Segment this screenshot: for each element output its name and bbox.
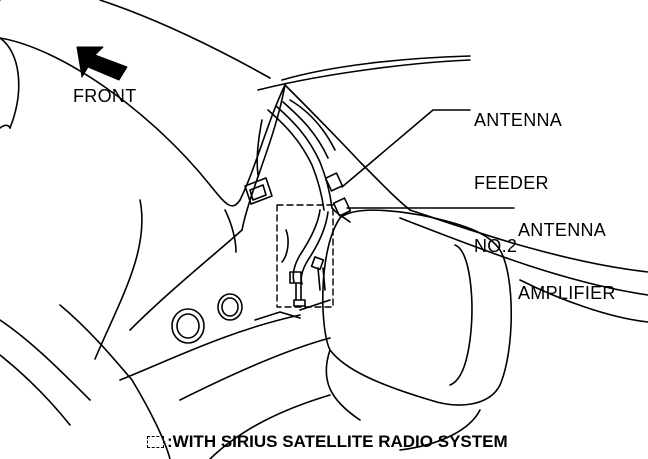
legend-text: :WITH SIRIUS SATELLITE RADIO SYSTEM: [167, 432, 508, 451]
dashed-box-icon: [147, 436, 164, 448]
front-direction-label: FRONT: [73, 86, 137, 106]
leader-lines: [341, 109, 515, 209]
callout-line: NO.2: [474, 236, 518, 256]
antenna-feeder-callout: ANTENNA FEEDER NO.2: [474, 68, 562, 278]
headrest: [322, 209, 513, 451]
antenna-amplifier-callout: ANTENNA AMPLIFIER: [518, 178, 616, 325]
callout-line: FEEDER: [474, 173, 549, 193]
arrow-up-left-icon: [76, 46, 128, 81]
roof-outline: [0, 0, 471, 207]
parcel-shelf: [119, 299, 331, 459]
callout-line: ANTENNA: [518, 220, 607, 240]
pillar-outline: [0, 84, 648, 459]
satellite-radio-dashed-region: [276, 204, 334, 308]
trim-holes: [171, 177, 273, 344]
antenna-feeder-harness: [267, 99, 352, 307]
callout-line: AMPLIFIER: [518, 283, 616, 303]
callout-line: ANTENNA: [474, 110, 563, 130]
legend: :WITH SIRIUS SATELLITE RADIO SYSTEM: [147, 430, 508, 454]
